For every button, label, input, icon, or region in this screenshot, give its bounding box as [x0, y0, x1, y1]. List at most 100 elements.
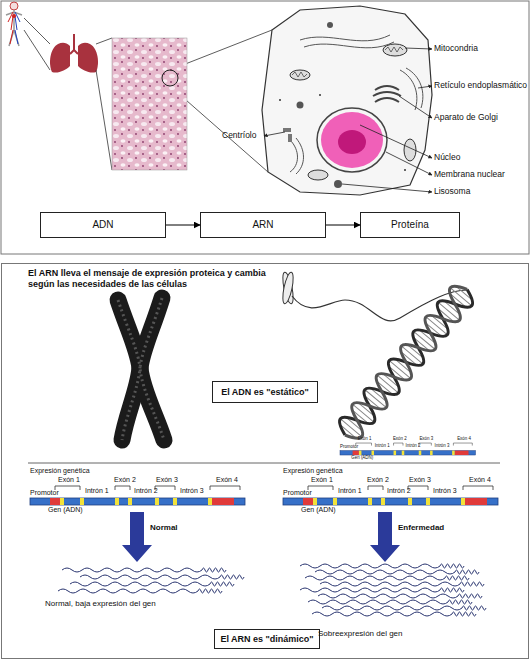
lung-lobe — [50, 43, 70, 73]
mrna-transcript — [305, 576, 469, 580]
gene-part-label: Intrón 3 — [433, 487, 457, 494]
section-label: Expresión genética — [30, 467, 90, 474]
gene-part-label: Intrón 1 — [375, 444, 390, 448]
mitochondrion-cristae — [385, 47, 403, 52]
mrna-transcript — [300, 588, 464, 592]
flow-arrow — [326, 225, 360, 226]
helix-strand — [334, 280, 478, 444]
process-box: Proteína — [360, 212, 460, 238]
mrna-transcript — [58, 589, 222, 593]
dna-helix — [334, 280, 478, 444]
gene-part-label: Exón 2 — [114, 476, 136, 483]
gene-part-label: Promotor — [340, 445, 358, 449]
endoplasmic-reticulum — [290, 35, 423, 174]
arrow-label: Normal — [150, 524, 178, 532]
gene-part-label: Exón 1 — [358, 437, 372, 441]
trachea — [70, 34, 78, 54]
caption-label: Sobreexpresión del gen — [318, 630, 403, 638]
leader-line — [264, 132, 285, 136]
mrna-transcript — [70, 582, 234, 586]
box-text: El ADN es "estático" — [221, 387, 309, 397]
gene-part-label: Exón 3 — [409, 476, 431, 483]
process-box: ARN — [200, 212, 326, 238]
part-label: Núcleo — [434, 153, 460, 162]
panel-heading: El ARN lleva el mensaje de expresión pro… — [28, 268, 290, 290]
gene-part-label: Promotor — [283, 489, 312, 496]
gene-part-label: Exón 2 — [367, 476, 389, 483]
figure-body — [6, 10, 22, 46]
expression-arrow — [370, 512, 400, 562]
note-box: El ADN es "estático" — [212, 381, 318, 403]
leader-line — [418, 86, 432, 88]
gene-diagram — [340, 443, 475, 455]
cell-drawing — [262, 6, 432, 195]
mitochondrion — [308, 170, 328, 180]
chromatid — [140, 298, 164, 440]
mrna-transcript — [322, 606, 486, 610]
part-label: Centríolo — [222, 131, 257, 140]
gene-part-label: Intrón 1 — [85, 487, 109, 494]
gene-part-label: Intrón 2 — [134, 487, 158, 494]
mrna-transcript — [62, 568, 226, 572]
gene-part-label: Intrón 1 — [338, 487, 362, 494]
human-figure — [6, 2, 22, 46]
chromatin-texture — [140, 298, 164, 440]
gene-part-label: Intrón 3 — [180, 487, 204, 494]
helix-strand — [334, 280, 478, 444]
golgi-apparatus — [373, 86, 401, 102]
expression-arrow — [122, 512, 152, 562]
heart-symbol — [12, 14, 16, 18]
gene-part-label: Intrón 2 — [387, 487, 411, 494]
gene-part-label: Gen (ADN) — [301, 506, 336, 513]
note-box: El ARN es "dinámico" — [214, 629, 320, 649]
gene-part-label: Exón 3 — [156, 476, 178, 483]
part-label: Membrana nuclear — [434, 170, 505, 179]
leader-line — [405, 48, 432, 49]
mrna-transcript — [318, 594, 482, 598]
caption-label: Normal, baja expresión del gen — [45, 600, 156, 608]
mitochondrion — [290, 70, 310, 80]
mrna-transcript — [308, 600, 472, 604]
lung-lobe — [78, 43, 98, 73]
leader-line — [342, 184, 432, 192]
box-text: El ARN es "dinámico" — [220, 634, 313, 644]
process-box: ADN — [40, 212, 166, 238]
separator-line — [28, 463, 500, 464]
section-label: Expresión genética — [283, 467, 343, 474]
gene-part-label: Intrón 2 — [406, 444, 421, 448]
ribosome — [279, 99, 281, 101]
arrow-label: Enfermedad — [398, 524, 444, 532]
small-chromosome — [281, 272, 295, 305]
mrna-transcript — [312, 612, 476, 616]
part-label: Retículo endoplasmático — [434, 81, 527, 90]
box-text: ADN — [92, 219, 113, 231]
zoom-line — [24, 18, 272, 172]
zoom-circle — [162, 70, 178, 86]
gene-part-label: Exón 4 — [216, 476, 238, 483]
gene-part-label: Gen (ADN) — [351, 456, 373, 460]
box-text: ARN — [252, 219, 273, 231]
gene-diagram — [30, 486, 245, 505]
small-chromosome — [281, 272, 295, 305]
chromatin-texture — [118, 300, 140, 440]
lysosome — [327, 22, 333, 28]
tissue-micrograph — [112, 38, 187, 170]
leader-line — [399, 96, 432, 118]
ribosome — [404, 169, 406, 171]
mrna-group — [58, 564, 486, 616]
gene-part-label: Exón 2 — [393, 437, 407, 441]
mrna-transcript — [320, 582, 484, 586]
cell-membrane — [262, 6, 432, 195]
lysosome — [334, 180, 342, 188]
gene-part-label: Exón 4 — [457, 437, 471, 441]
chromosome — [118, 298, 164, 440]
mitochondrion — [383, 44, 407, 56]
gene-diagram — [283, 486, 498, 505]
gene-part-label: Exón 4 — [469, 476, 491, 483]
part-label: Mitocondria — [434, 44, 478, 53]
nuclear-membrane — [317, 108, 387, 172]
part-label: Aparato de Golgi — [434, 113, 498, 122]
mrna-transcript — [300, 564, 464, 568]
